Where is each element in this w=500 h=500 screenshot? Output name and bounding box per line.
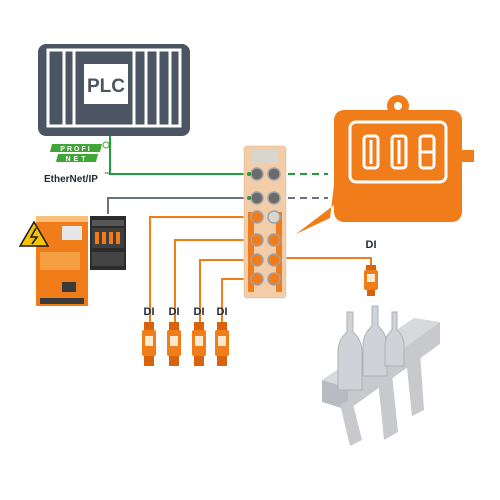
di-cable-2	[174, 239, 248, 322]
plc-label: PLC	[87, 76, 125, 97]
power-supply	[36, 216, 88, 306]
sensor-icon	[167, 322, 181, 366]
di-cable-4	[221, 278, 248, 322]
cloud-io-link-icon	[296, 95, 474, 234]
sensor-label-2: DI	[169, 306, 180, 318]
sensor-icon	[364, 265, 378, 296]
ethernet-cable-green	[109, 136, 246, 175]
ethernet-ip-text: EtherNet/IP	[44, 174, 98, 185]
plc-rack-icon: PLC	[38, 44, 190, 136]
sensor-label-5: DI	[366, 239, 377, 251]
di-cable-1	[149, 216, 248, 322]
sensor-label-1: DI	[144, 306, 155, 318]
io-module-icon	[243, 145, 287, 299]
di-cable-5	[276, 257, 372, 265]
terminal-module	[90, 216, 126, 270]
sensor-label-4: DI	[217, 306, 228, 318]
profinet-logo: PROFI NET	[50, 141, 110, 163]
power-cable-gray	[107, 197, 248, 214]
profinet-bottom-text: NET	[66, 156, 89, 163]
sensor-label-3: DI	[194, 306, 205, 318]
sensor-icon	[215, 322, 229, 366]
profinet-top-text: PROFI	[60, 146, 91, 153]
high-voltage-warning-icon	[18, 220, 50, 247]
sensor-icon	[142, 322, 156, 366]
ethernet-ip-tm: ™	[104, 171, 110, 178]
di-cable-3	[199, 259, 248, 322]
bottle-conveyor-icon	[322, 305, 440, 446]
di-cables	[149, 216, 372, 322]
sensor-icon	[192, 322, 206, 366]
sensor-group: DI DI DI DI DI	[142, 239, 378, 366]
